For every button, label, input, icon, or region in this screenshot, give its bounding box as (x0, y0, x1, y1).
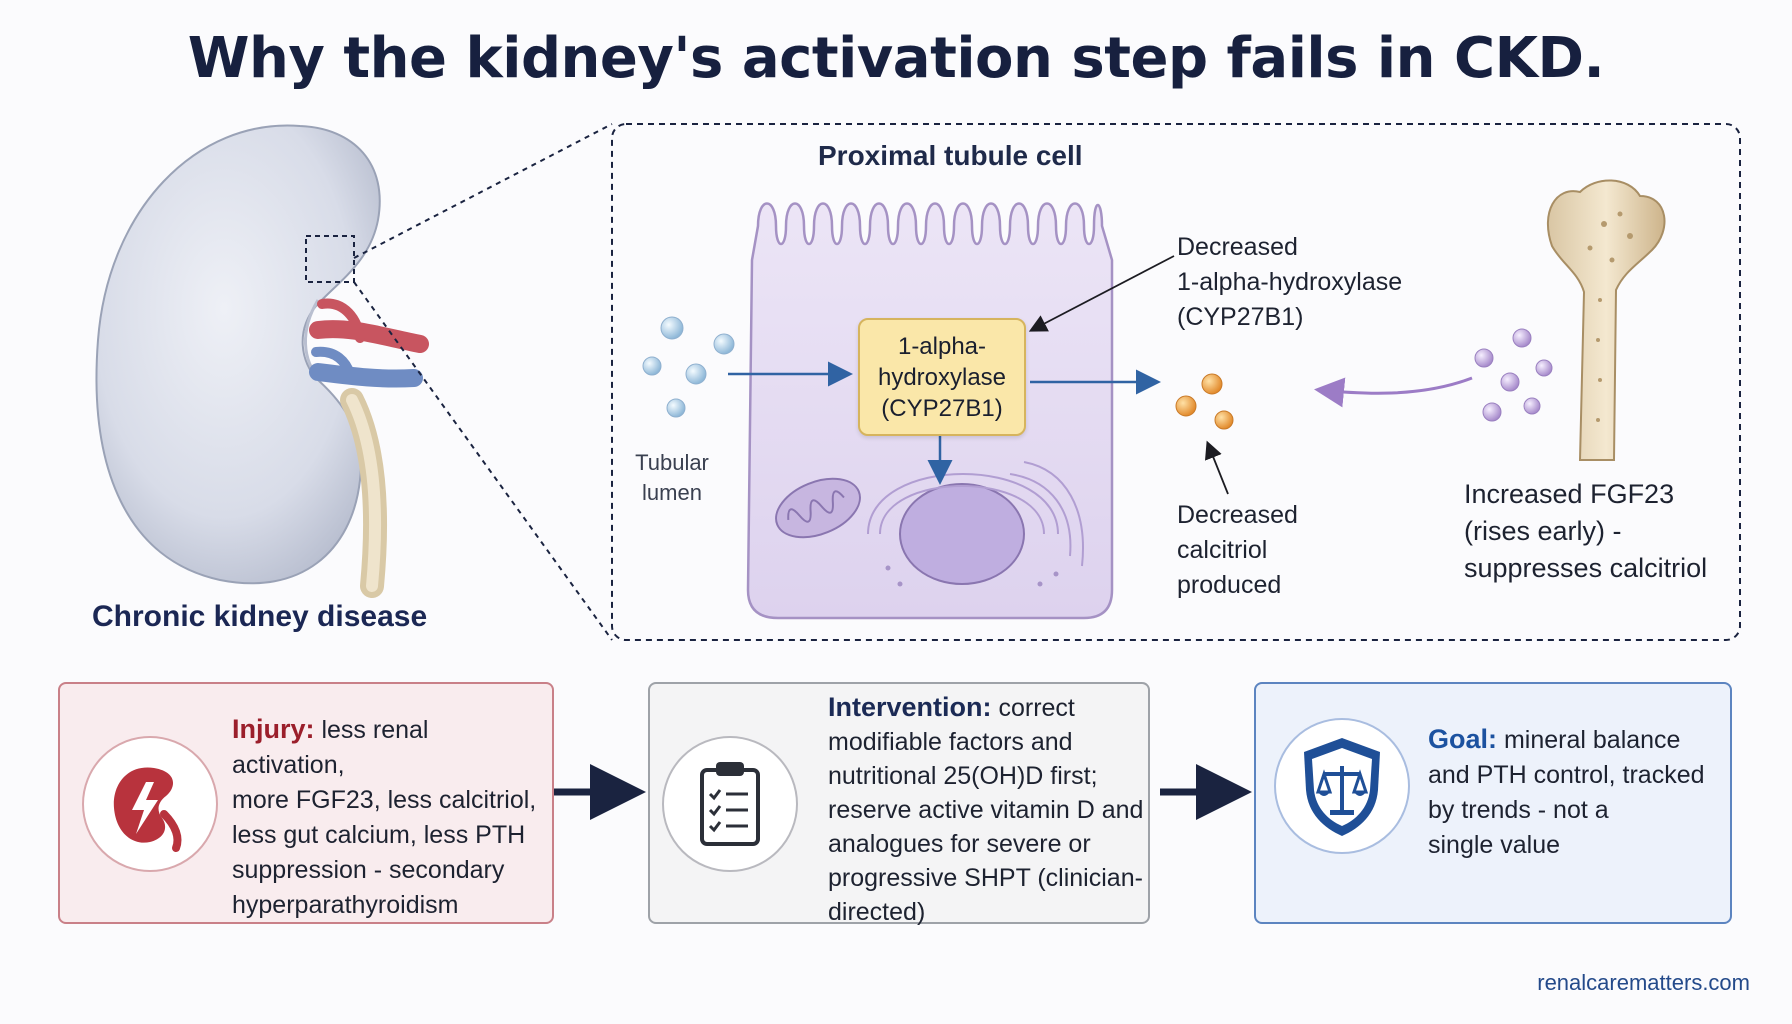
enzyme-box: 1-alpha- hydroxylase (CYP27B1) (858, 318, 1026, 436)
fgf23-label: Increased FGF23 (rises early) - suppress… (1464, 476, 1707, 587)
text-line: by trends - not a (1428, 796, 1609, 824)
goal-heading: Goal: (1428, 724, 1498, 754)
label-line: Increased FGF23 (1464, 479, 1675, 509)
footer-link[interactable]: renalcarematters.com (1537, 970, 1750, 995)
label-line: Decreased (1177, 233, 1298, 261)
injury-text: Injury: less renal activation, more FGF2… (232, 712, 542, 923)
bone-illustration (1547, 179, 1666, 461)
page-title: Why the kidney's activation step fails i… (187, 26, 1605, 91)
vitamin-d-precursor-particles (642, 316, 735, 418)
kidney-label: Chronic kidney disease (92, 600, 428, 633)
enzyme-line: hydroxylase (877, 363, 1007, 391)
lumen-line: lumen (642, 480, 702, 505)
text-line: single value (1428, 831, 1561, 859)
enzyme-line: (CYP27B1) (881, 394, 1003, 422)
lumen-line: Tubular (635, 450, 709, 475)
label-line: produced (1177, 571, 1282, 599)
label-line: (rises early) - (1464, 516, 1622, 546)
clipboard-checklist-icon (662, 736, 798, 872)
text-line: hyperparathyroidism (232, 891, 459, 919)
kidney-lightning-icon (82, 736, 218, 872)
fgf23-suppression-arrow (1314, 376, 1473, 408)
label-line: Decreased (1177, 501, 1298, 529)
shield-scale-icon (1274, 718, 1410, 854)
label-line: calcitriol (1177, 536, 1268, 564)
text-line: analogues for severe or (828, 830, 1091, 858)
label-line: (CYP27B1) (1177, 303, 1304, 331)
intervention-heading: Intervention: (828, 692, 992, 722)
enzyme-line: 1-alpha- (897, 332, 987, 360)
text-line: suppression - secondary (232, 856, 505, 884)
label-line: 1-alpha-hydroxylase (1177, 268, 1403, 296)
text-line: less gut calcium, less PTH (232, 821, 526, 849)
calcitriol-particles (1175, 373, 1234, 430)
injury-card: Injury: less renal activation, more FGF2… (58, 682, 554, 924)
label-line: suppresses calcitriol (1464, 553, 1708, 583)
goal-text: Goal: mineral balance and PTH control, t… (1428, 722, 1720, 863)
intervention-card: Intervention: correct modifiable factors… (648, 682, 1150, 926)
kidney-illustration (95, 124, 429, 598)
pointer-decreased-calcitriol (1204, 440, 1229, 495)
text-line: nutritional 25(OH)D first; (828, 762, 1098, 790)
cell-title: Proximal tubule cell (818, 140, 1083, 171)
lumen-label: Tubular lumen (626, 448, 718, 508)
text-line: more FGF23, less calcitriol, (232, 786, 537, 814)
text-line: directed) (828, 898, 926, 926)
text-line: and PTH control, tracked (1428, 761, 1705, 789)
text-line: reserve active vitamin D and (828, 796, 1144, 824)
text-line: less renal activation, (232, 716, 429, 779)
zoom-frame (611, 123, 1741, 641)
injury-heading: Injury: (232, 714, 315, 744)
text-line: progressive SHPT (clinician- (828, 864, 1143, 892)
decreased-calcitriol-label: Decreased calcitriol produced (1177, 498, 1298, 603)
text-line: correct (998, 694, 1075, 722)
text-line: mineral balance (1503, 726, 1681, 754)
intervention-text: Intervention: correct modifiable factors… (828, 690, 1144, 929)
decreased-enzyme-label: Decreased 1-alpha-hydroxylase (CYP27B1) (1177, 230, 1402, 335)
goal-card: Goal: mineral balance and PTH control, t… (1254, 682, 1732, 924)
pointer-decreased-enzyme (1028, 255, 1175, 332)
text-line: modifiable factors and (828, 728, 1073, 756)
fgf23-particles (1474, 328, 1553, 422)
